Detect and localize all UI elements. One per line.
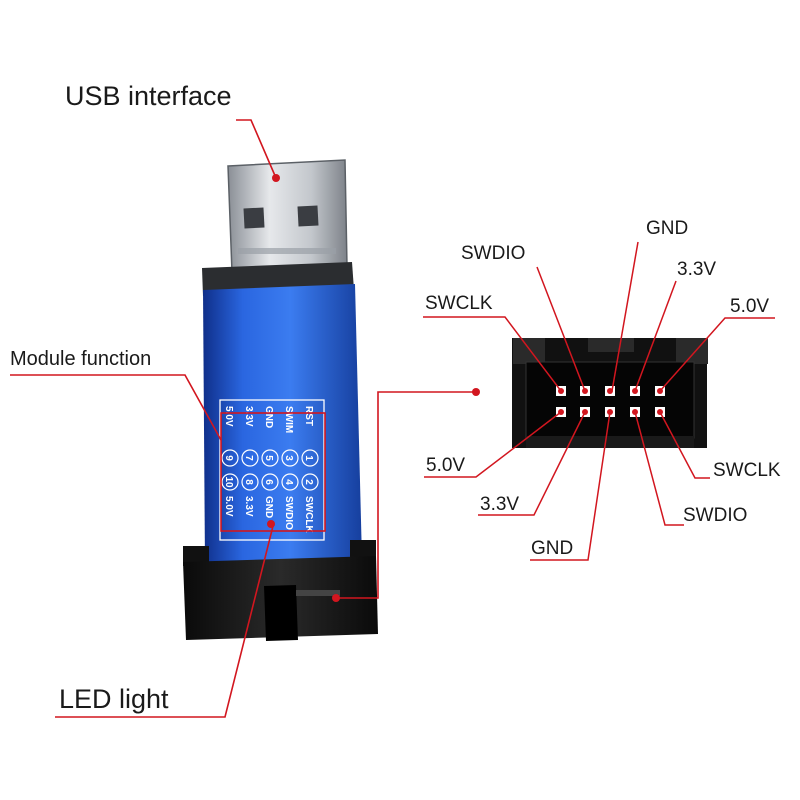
module-function-highlight xyxy=(220,412,326,532)
silk-left-label: RST xyxy=(303,406,314,426)
silk-pin-number: 7 xyxy=(243,455,254,461)
connector-leader-dot-left xyxy=(332,594,340,602)
silk-right-label: SWCLK xyxy=(303,496,314,533)
usb-plug-hole-right xyxy=(297,205,319,227)
usb-plug xyxy=(227,159,348,273)
connector-leader-dot-right xyxy=(472,388,480,396)
pin-leader-top-gnd xyxy=(611,241,639,392)
silk-pin-number: 4 xyxy=(283,479,294,485)
silk-pin-circle xyxy=(241,473,259,491)
connector-leader xyxy=(336,391,476,599)
silk-pin-circle xyxy=(221,473,239,491)
silk-left-label: GND xyxy=(263,406,274,428)
idc-connector xyxy=(512,338,708,448)
pin-label-bottom-swdio: SWDIO xyxy=(683,505,748,526)
silk-left-label: 5.0V xyxy=(223,406,234,427)
silk-pin-number: 5 xyxy=(263,455,274,461)
pin-leader-bottom-5v0 xyxy=(424,411,562,478)
annotation-lines xyxy=(10,119,476,718)
led-leader xyxy=(55,525,274,718)
silk-pin-circle xyxy=(241,449,259,467)
usb-interface-label: USB interface xyxy=(65,81,232,111)
pin-leader-bottom-swdio xyxy=(634,411,684,526)
pin-label-top-gnd: GND xyxy=(646,218,689,239)
usb-leader-dot xyxy=(272,174,280,182)
silk-pin-circle xyxy=(281,449,299,467)
pin-leader-top-5v0 xyxy=(659,317,775,392)
pin-leader-top-swclk xyxy=(423,316,562,392)
usb-leader xyxy=(236,119,277,179)
silk-pin-circle xyxy=(221,449,239,467)
pin-label-bottom-gnd: GND xyxy=(531,538,574,559)
pin-leader-top-3v3 xyxy=(634,280,677,392)
silk-right-label: 5.0V xyxy=(223,496,234,517)
silk-left-label: SWIM xyxy=(283,406,294,433)
pin-leader-bottom-3v3 xyxy=(478,411,586,516)
programmer-body xyxy=(203,284,362,566)
silk-right-label: SWDIO xyxy=(283,496,294,530)
silk-pin-circle xyxy=(301,449,319,467)
pin-label-top-3v3: 3.3V xyxy=(677,259,717,280)
led-light-label: LED light xyxy=(59,684,169,714)
pin-leader-bottom-swclk xyxy=(659,411,710,479)
silk-pin-number: 10 xyxy=(223,476,234,488)
pin-leader-bottom-gnd xyxy=(530,411,611,561)
silk-pin-number: 8 xyxy=(243,479,254,485)
silk-pin-circle xyxy=(261,473,279,491)
silk-pin-circle xyxy=(281,473,299,491)
pin-leaders xyxy=(423,241,775,561)
usb-plug-hole-left xyxy=(243,207,265,229)
pin-label-top-5v0: 5.0V xyxy=(730,296,770,317)
connector-pin-dot xyxy=(607,388,613,394)
silk-pin-number: 9 xyxy=(223,455,234,461)
silk-pin-circle xyxy=(301,473,319,491)
pin-leader-top-swdio xyxy=(536,266,586,392)
pin-label-top-swclk: SWCLK xyxy=(425,293,493,314)
silk-pin-circle xyxy=(261,449,279,467)
pin-label-bottom-3v3: 3.3V xyxy=(480,494,520,515)
bottom-connector-housing xyxy=(183,540,378,641)
silk-pin-number: 6 xyxy=(263,479,274,485)
module-leader xyxy=(10,374,222,441)
led-indicator xyxy=(267,520,275,528)
silk-right-label: GND xyxy=(263,496,274,518)
pin-label-top-swdio: SWDIO xyxy=(461,243,526,264)
silk-pin-number: 3 xyxy=(283,455,294,461)
module-function-label: Module function xyxy=(10,348,152,370)
silk-right-label: 3.3V xyxy=(243,496,254,517)
silk-pin-number: 1 xyxy=(303,455,314,461)
pin-label-bottom-swclk: SWCLK xyxy=(713,460,781,481)
silkscreen-table: RST12SWCLKSWIM34SWDIOGND56GND3.3V783.3V5… xyxy=(219,399,325,541)
silk-pin-number: 2 xyxy=(303,479,314,485)
silk-left-label: 3.3V xyxy=(243,406,254,427)
pin-label-bottom-5v0: 5.0V xyxy=(426,455,466,476)
